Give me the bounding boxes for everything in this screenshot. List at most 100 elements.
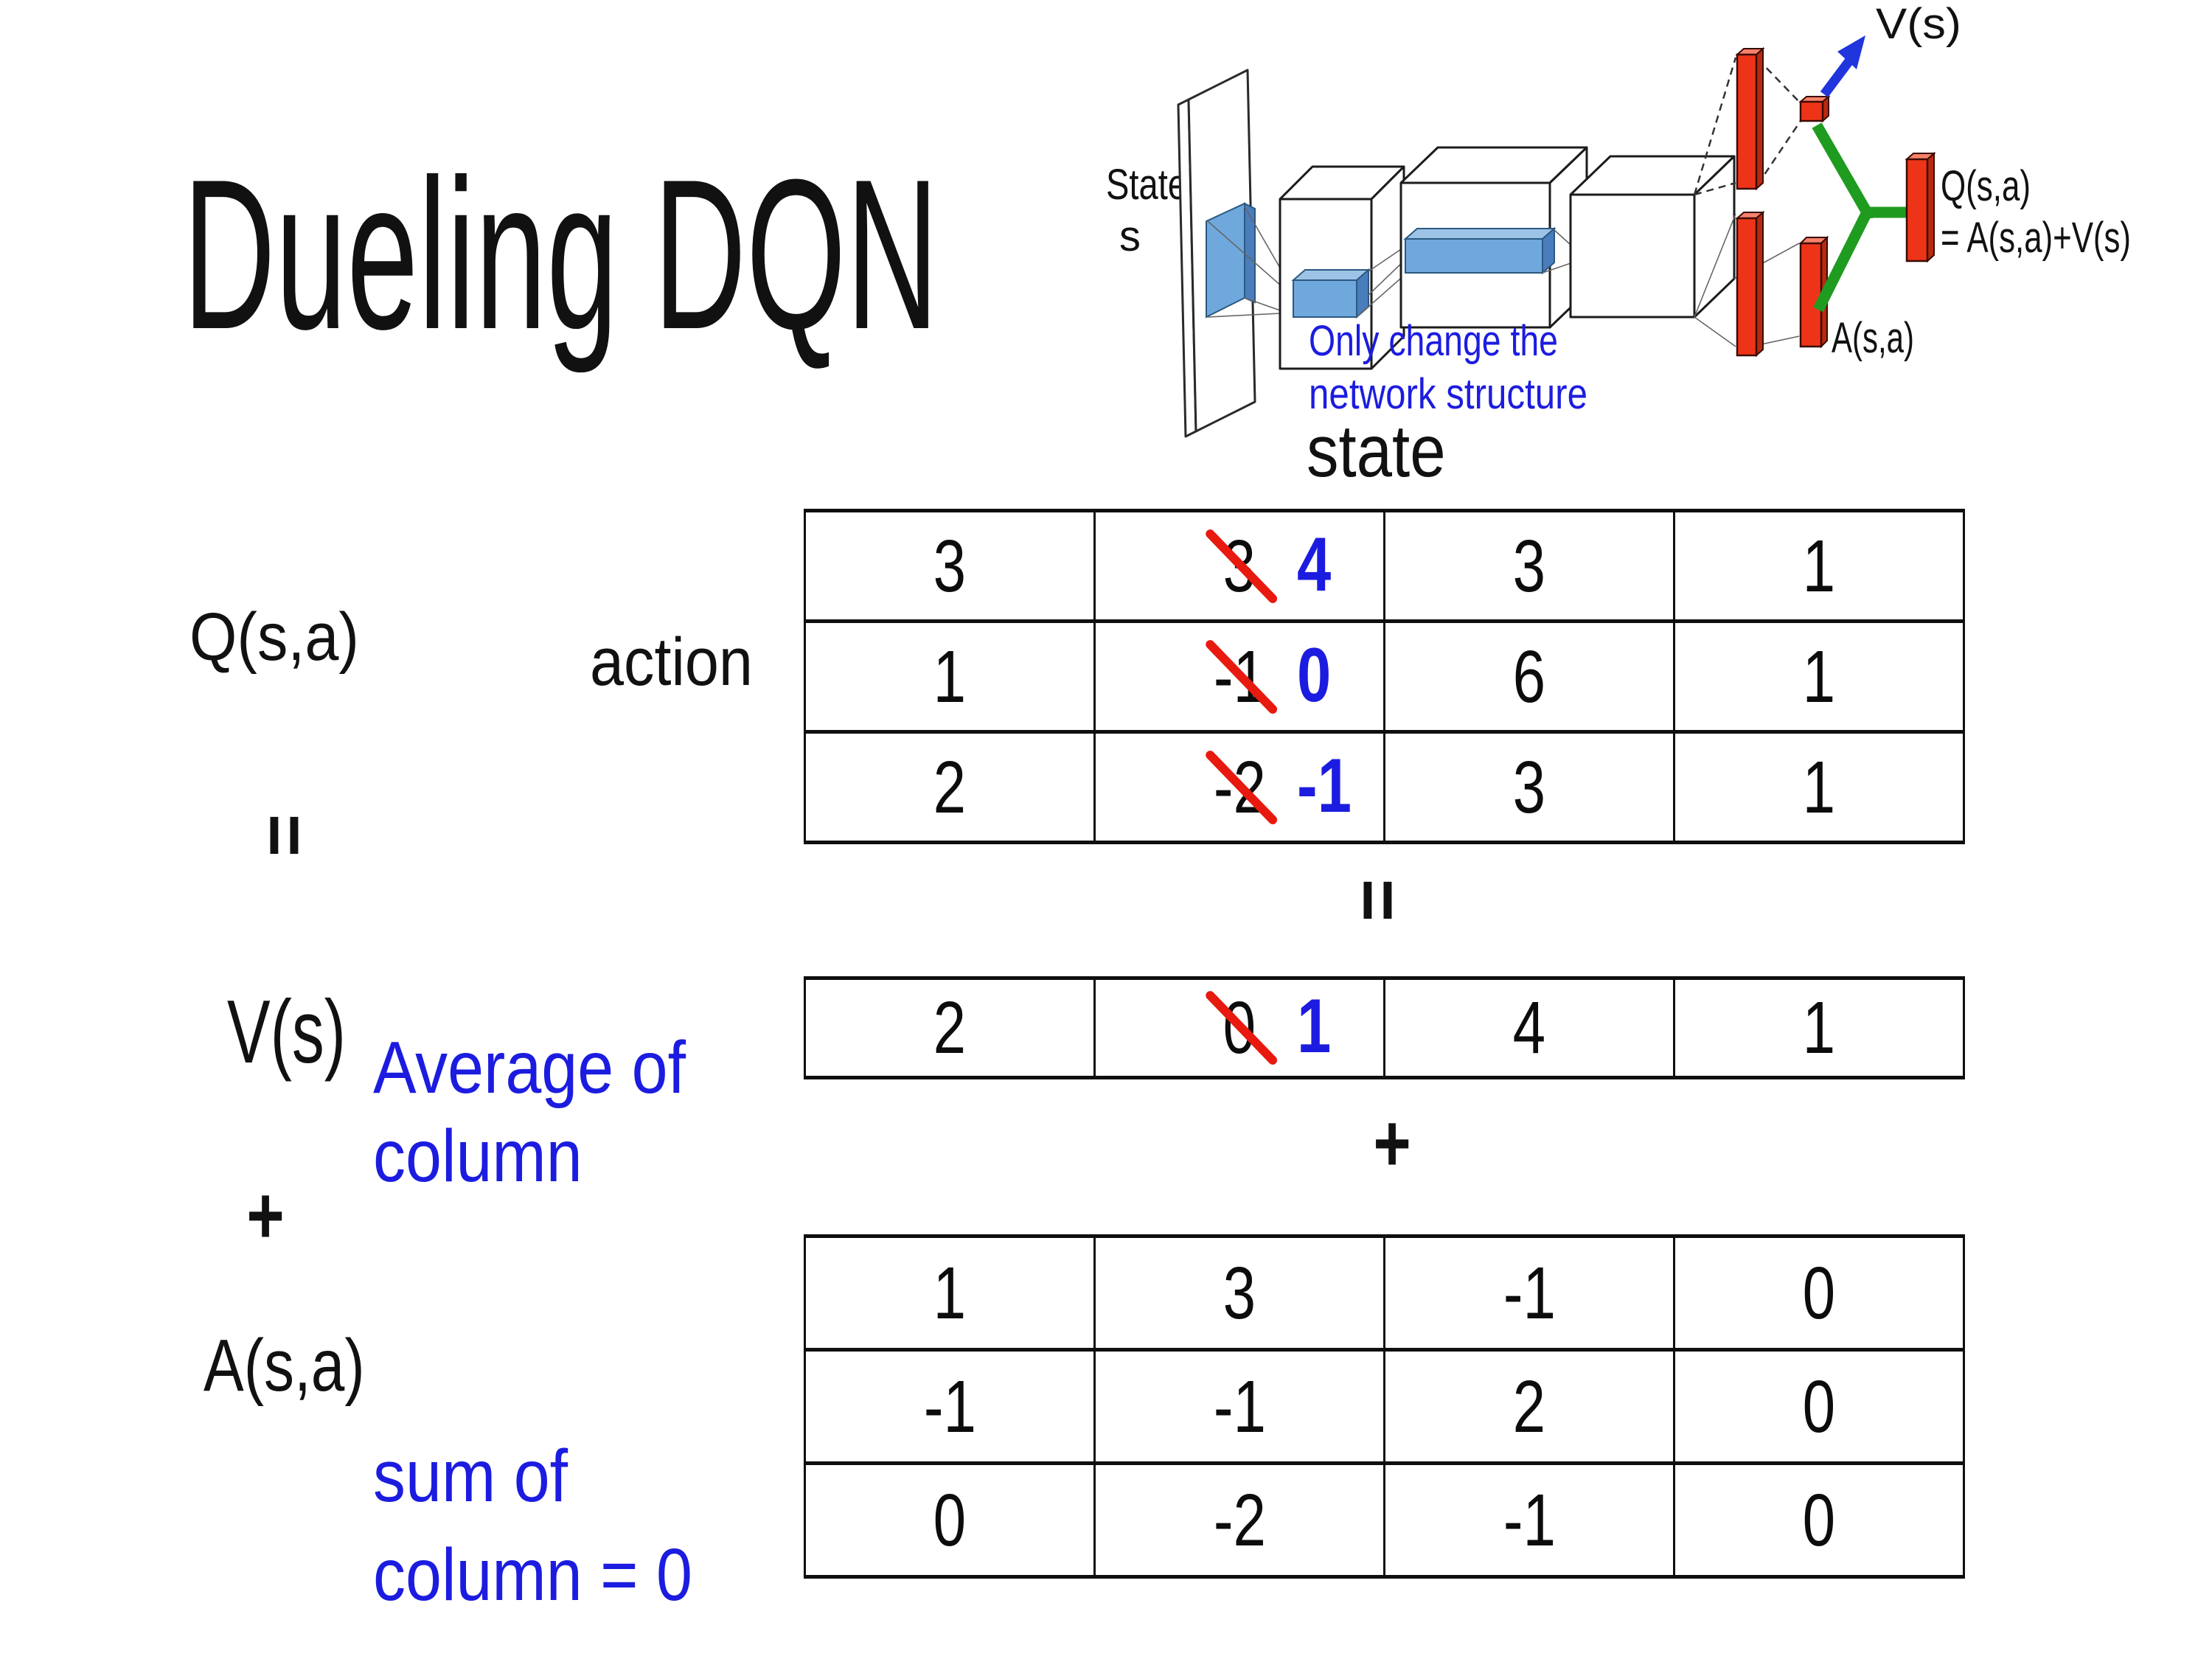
cell-value: 0 [1802,1365,1836,1448]
average-note-line2: column [373,1115,582,1197]
diagram-note-line2: network structure [1309,370,1587,418]
feature-box-1 [1293,279,1357,318]
input-patch [1206,202,1245,319]
v-function-label: V(s) [227,987,392,1077]
table-cell: 1 [1675,623,1965,730]
table-row: 2-2-131 [806,734,1965,844]
input-patch-side [1244,202,1256,304]
conv-wires-2 [1356,246,1406,318]
diagram-state-label: State [1106,161,1187,209]
table-cell: 6 [1385,623,1675,730]
cell-value: 1 [1802,524,1836,608]
network-diagram: State s [1106,0,2131,438]
cell-replacement-value: 4 [1297,521,1332,608]
a-function-label-text: A(s,a) [204,1324,365,1407]
table-cell: 1 [1675,734,1965,841]
cell-value: 1 [933,1251,967,1335]
feature-box-2 [1405,238,1543,274]
q-output-bar-side [1927,151,1935,263]
action-axis-label-text: action [590,625,753,700]
table-cell: 2 [1385,1352,1675,1461]
q-output-label-line2: = A(s,a)+V(s) [1941,214,2131,262]
q-function-label: Q(s,a) [189,603,378,671]
a-stream-wires [1694,213,1800,347]
aggregator-link [1812,122,1907,313]
cell-value: 1 [1802,987,1836,1069]
a-output-label: A(s,a) [1832,314,1914,362]
cell-value: 3 [933,524,967,608]
cell-value: -1 [1503,1251,1556,1335]
table-cell: -1 [806,1352,1096,1461]
q-function-label-text: Q(s,a) [189,599,360,675]
plus-sign-left: + [229,1169,302,1262]
diagram-note-line1: Only change the [1309,317,1558,365]
plus-sign-mid: + [1355,1096,1429,1190]
page-title-text: Dueling DQN [183,135,939,374]
cell-value: 3 [1512,745,1546,829]
cell-value: 3 [1222,1251,1256,1335]
a-stream-bar-side [1756,210,1764,358]
table-row: 0 -2 -1 0 [806,1465,1965,1579]
table-cell: 1 [806,1238,1096,1348]
cell-value: -1 [1503,1478,1556,1562]
cell-value: -2 [1213,1478,1266,1562]
cell-value: 2 [1512,1365,1546,1448]
table-cell: 3 [806,512,1096,619]
plus-sign-left-glyph: + [246,1170,285,1261]
cell-replacement-value: 1 [1297,983,1332,1069]
table-cell: 3 [1385,512,1675,619]
table-cell: -1 [1096,1352,1385,1461]
page-title: Dueling DQN [183,147,1442,361]
q-output-label-line1: Q(s,a) [1941,162,2031,210]
cell-value: 1 [1802,635,1836,718]
cell-value: -1 [923,1365,976,1448]
cell-value: 3 [1512,524,1546,608]
table-cell: 3 [1385,734,1675,841]
table-cell: 1 [1675,980,1965,1076]
plus-sign-mid-glyph: + [1373,1098,1411,1189]
feature-box-1-top [1291,269,1371,281]
cell-replacement-value: 0 [1297,632,1332,718]
cell-value: 0 [1802,1251,1836,1335]
value-arrow-icon [1837,35,1865,69]
table-cell: 0 [1675,1352,1965,1461]
table-cell: 0 [806,1465,1096,1575]
table-cell: -2-1 [1096,734,1385,841]
cell-value: 1 [1802,745,1836,829]
sum-note-line1: sum of [373,1435,568,1517]
v-table: 20141 [804,976,1965,1079]
table-cell: 4 [1385,980,1675,1076]
q-output-bar [1905,158,1929,262]
sum-note: sum of column = 0 [373,1439,736,1612]
v-stream-bar-side [1756,46,1764,191]
conv-wires-1 [1207,206,1295,318]
a-stream-bar [1736,217,1758,357]
table-cell: 2 [806,980,1096,1076]
average-note: Average of column [373,1031,728,1193]
cell-value: 0 [933,1478,967,1562]
diagram-state-label-s: s [1119,212,1141,260]
rotated-equals-mid-glyph: = [1337,878,1419,922]
table-cell: 01 [1096,980,1385,1076]
table-cell: 0 [1675,1238,1965,1348]
table-row: 20141 [806,980,1965,1079]
a-table: 1 3 -1 0 -1 -1 2 0 0 -2 -1 0 [804,1234,1965,1579]
cell-value: -1 [1213,1365,1266,1448]
table-row: 3 34 3 1 [806,512,1965,623]
table-cell: 34 [1096,512,1385,619]
value-arrow-shaft [1820,56,1855,97]
cell-value: 1 [933,635,967,718]
rotated-equals-left: = [243,795,326,876]
a-function-label: A(s,a) [204,1329,400,1402]
a-output-bar [1799,242,1823,348]
table-row: 1 3 -1 0 [806,1238,1965,1352]
table-cell: 3 [1096,1238,1385,1348]
state-axis-label: state [1307,414,1467,488]
table-cell: 0 [1675,1465,1965,1575]
conv-cube-3 [1569,193,1696,319]
v-output-label: V(s) [1876,0,1961,48]
v-function-label-text: V(s) [227,981,347,1082]
cell-replacement-value: -1 [1297,742,1352,829]
aggregator-junction [1862,207,1873,218]
